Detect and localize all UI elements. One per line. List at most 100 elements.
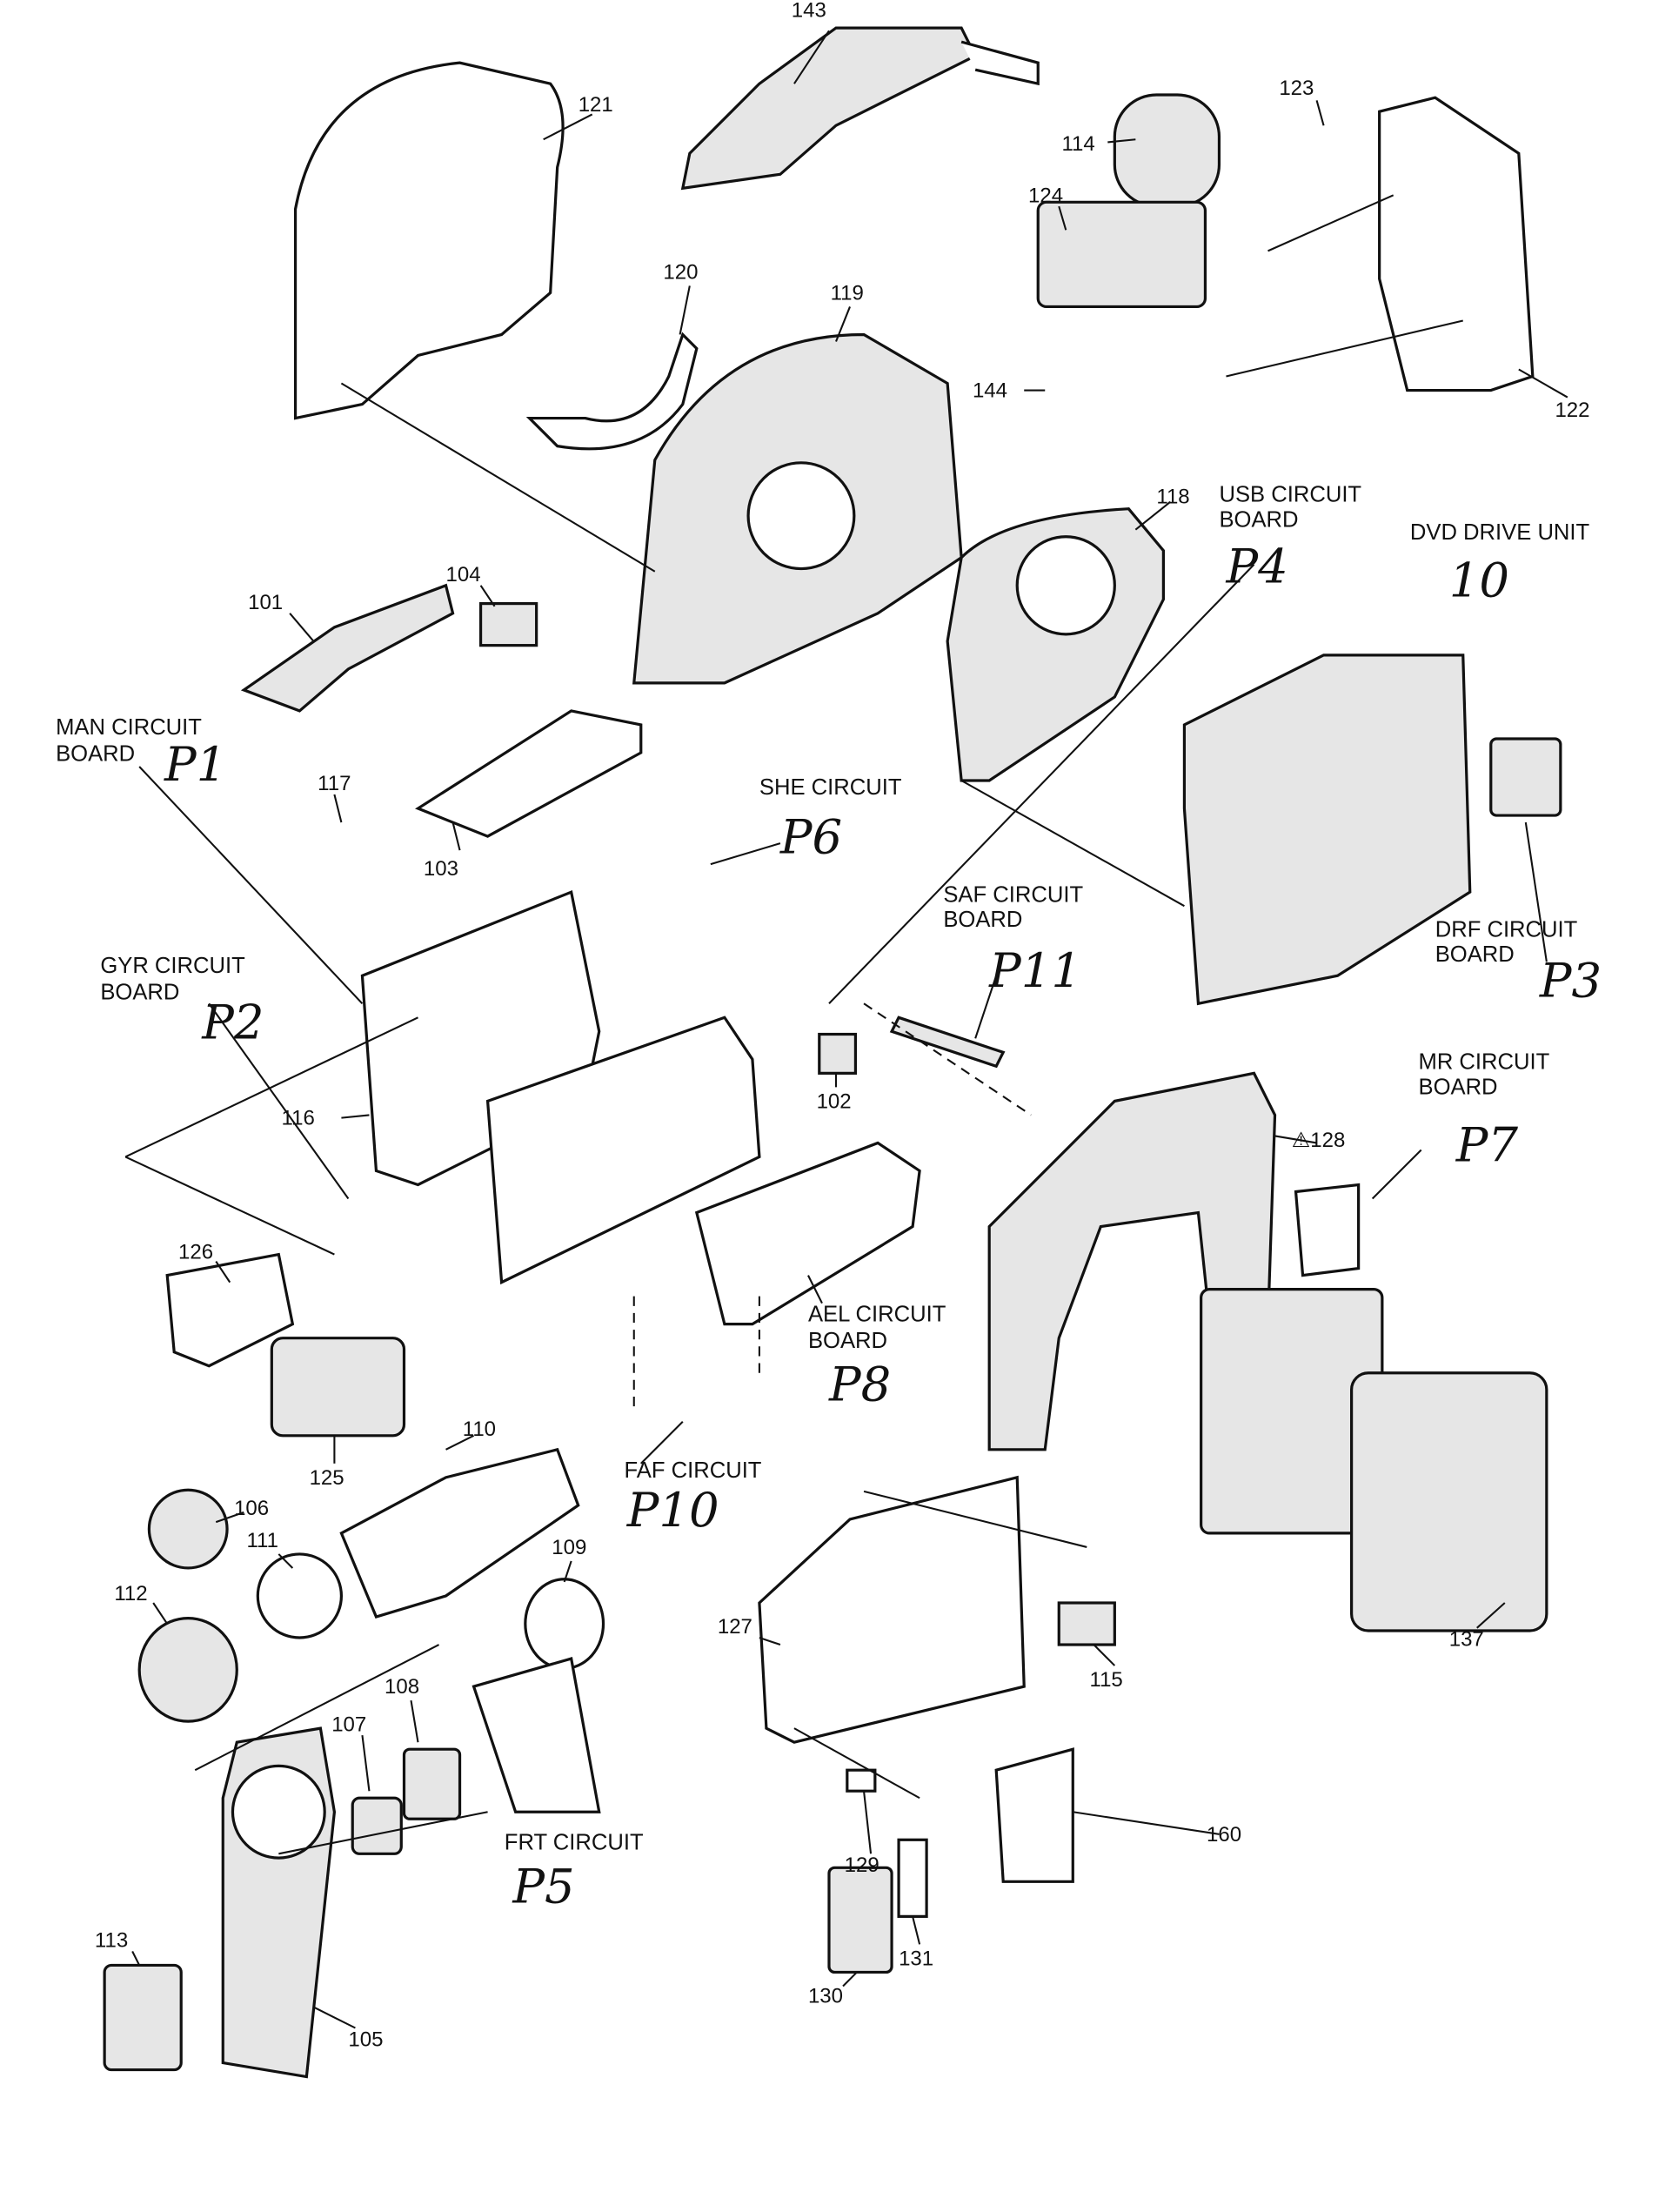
part-137-lcd-cover	[1350, 1371, 1548, 1632]
label-144: 144	[973, 379, 1007, 403]
part-107-button	[351, 1796, 403, 1855]
svg-text:P10: P10	[626, 1482, 719, 1538]
label-127: 127	[718, 1615, 752, 1639]
dvd-drive-unit-label: DVD DRIVE UNIT 10	[1410, 520, 1590, 608]
part-127-frame	[758, 1475, 1026, 1744]
label-107: 107	[331, 1713, 366, 1736]
part-108-switch	[402, 1747, 462, 1820]
label-116: 116	[282, 1107, 315, 1130]
svg-text:SHE CIRCUIT: SHE CIRCUIT	[759, 775, 902, 800]
label-102: 102	[817, 1089, 852, 1113]
board-labels: USB CIRCUIT BOARD P4 DVD DRIVE UNIT 10 M…	[56, 483, 1602, 1914]
part-120-flex	[525, 332, 699, 451]
part-125-lens-block	[270, 1337, 406, 1438]
part-119-disc	[746, 461, 856, 571]
label-123: 123	[1279, 77, 1314, 100]
label-115: 115	[1090, 1668, 1123, 1692]
part-113-cover	[103, 1963, 183, 2072]
she-circuit-label: SHE CIRCUIT P6	[759, 775, 902, 864]
usb-circuit-board-label: USB CIRCUIT BOARD P4	[1219, 483, 1361, 594]
label-131: 131	[899, 1947, 933, 1970]
part-110-lens-tube	[339, 1447, 580, 1619]
label-109: 109	[552, 1536, 586, 1559]
part-129-clip	[846, 1768, 877, 1793]
part-10-dvd-drive-unit	[1182, 654, 1472, 1006]
leader-lines	[131, 30, 1568, 2029]
svg-text:DVD DRIVE UNIT: DVD DRIVE UNIT	[1410, 520, 1590, 545]
svg-text:BOARD: BOARD	[1219, 508, 1298, 533]
label-130: 130	[808, 1985, 843, 2008]
svg-text:MAN CIRCUIT: MAN CIRCUIT	[56, 715, 202, 740]
man-circuit-board-label: MAN CIRCUIT BOARD P1	[56, 715, 226, 792]
part-143-grip-strap	[680, 26, 978, 191]
label-124: 124	[1028, 184, 1063, 207]
label-160: 160	[1207, 1823, 1241, 1847]
part-122-frame	[1378, 96, 1535, 392]
svg-text:GYR CIRCUIT: GYR CIRCUIT	[100, 954, 245, 978]
label-119: 119	[831, 281, 864, 305]
svg-text:P1: P1	[164, 736, 226, 792]
svg-text:P11: P11	[988, 942, 1081, 998]
part-p8-ael-board	[694, 1141, 921, 1326]
svg-text:BOARD: BOARD	[808, 1329, 887, 1353]
svg-text:P3: P3	[1539, 952, 1602, 1008]
svg-text:USB CIRCUIT: USB CIRCUIT	[1219, 483, 1361, 507]
part-114-eyecup	[1113, 93, 1221, 208]
svg-text:P5: P5	[512, 1858, 574, 1914]
svg-text:P8: P8	[828, 1357, 891, 1412]
label-143: 143	[792, 0, 826, 22]
label-120: 120	[663, 260, 698, 284]
label-114: 114	[1061, 132, 1094, 156]
part-130-cover	[827, 1866, 893, 1974]
label-137: 137	[1449, 1628, 1484, 1652]
label-129: 129	[845, 1853, 879, 1877]
part-143-bracket	[960, 40, 1040, 86]
label-105: 105	[348, 2028, 383, 2051]
label-112: 112	[114, 1582, 147, 1605]
part-106-ring	[147, 1488, 229, 1570]
label-101: 101	[248, 591, 283, 614]
svg-text:DRF CIRCUIT: DRF CIRCUIT	[1435, 917, 1578, 942]
parts	[103, 26, 1562, 2079]
saf-circuit-board-label: SAF CIRCUIT BOARD P11	[943, 882, 1083, 998]
part-115-pad	[1057, 1601, 1116, 1646]
svg-text:BOARD: BOARD	[100, 980, 179, 1004]
label-103: 103	[424, 857, 458, 881]
svg-text:AEL CIRCUIT: AEL CIRCUIT	[808, 1302, 946, 1326]
part-p7-mr-board	[1294, 1183, 1361, 1277]
part-111-ring	[256, 1552, 344, 1639]
svg-text:SAF CIRCUIT: SAF CIRCUIT	[943, 882, 1083, 907]
label-108: 108	[385, 1675, 419, 1699]
svg-text:BOARD: BOARD	[1418, 1075, 1497, 1099]
part-131-bracket	[897, 1838, 928, 1918]
part-124-viewfinder	[1036, 200, 1207, 309]
part-p3-drf-board	[1489, 737, 1562, 817]
label-104: 104	[446, 563, 481, 587]
part-main-board	[485, 1016, 761, 1285]
part-109-ring	[524, 1578, 605, 1670]
svg-text:P4: P4	[1225, 539, 1287, 594]
gyr-circuit-board-label: GYR CIRCUIT BOARD P2	[100, 954, 264, 1049]
svg-text:BOARD: BOARD	[1435, 942, 1515, 967]
drf-circuit-board-label: DRF CIRCUIT BOARD P3	[1435, 917, 1602, 1008]
label-113: 113	[95, 1929, 128, 1953]
label-117: 117	[318, 772, 351, 795]
svg-text:FAF CIRCUIT: FAF CIRCUIT	[625, 1458, 762, 1483]
label-121: 121	[579, 93, 613, 117]
label-128-warning: ⚠128	[1292, 1129, 1346, 1152]
svg-text:10: 10	[1449, 553, 1509, 608]
svg-text:P7: P7	[1455, 1116, 1519, 1172]
label-118: 118	[1156, 485, 1189, 508]
svg-text:BOARD: BOARD	[943, 908, 1022, 932]
part-number-labels: 143 121 114 123 124 120 119 144 122 118 …	[95, 0, 1590, 2051]
label-122: 122	[1555, 399, 1589, 422]
part-102-connector	[818, 1032, 858, 1075]
label-111: 111	[246, 1529, 278, 1552]
warning-triangle-icon: ⚠	[1292, 1129, 1311, 1152]
frt-circuit-label: FRT CIRCUIT P5	[505, 1830, 644, 1914]
part-103-plate	[415, 709, 643, 838]
label-110: 110	[463, 1418, 496, 1441]
part-104-connector	[478, 601, 538, 647]
part-p5-frt-board	[472, 1657, 601, 1813]
